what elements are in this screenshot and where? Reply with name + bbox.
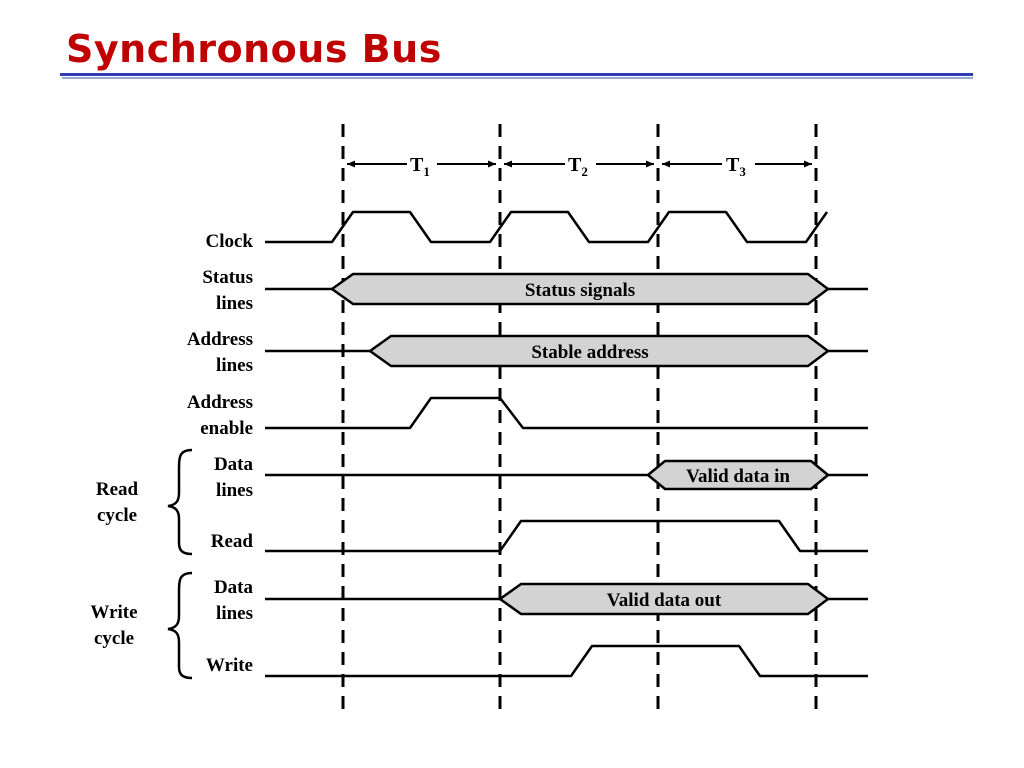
title-rule-shadow: [62, 77, 973, 79]
status-signals-text: Status signals: [525, 280, 635, 301]
write-label: Write: [206, 655, 253, 676]
address-lines-label-2: lines: [216, 355, 253, 376]
write-cycle-label-1: Write: [90, 602, 137, 623]
status-lines-label-1: Status: [202, 267, 253, 288]
clock-label: Clock: [206, 231, 254, 252]
read-cycle-label-2: cycle: [97, 505, 137, 526]
write-data-lines-label-1: Data: [214, 577, 254, 598]
valid-data-in-text: Valid data in: [686, 466, 790, 487]
valid-data-out-bus: [498, 582, 830, 616]
slide-title: Synchronous Bus: [66, 27, 442, 71]
stable-address-bus: [368, 334, 830, 368]
title-rule: [60, 73, 973, 76]
address-enable-label-2: enable: [200, 418, 253, 439]
read-cycle-brace: [167, 448, 193, 556]
clock-waveform: [265, 210, 829, 244]
valid-data-out-text: Valid data out: [607, 590, 722, 611]
period-label-t3: T3: [726, 154, 746, 179]
stable-address-text: Stable address: [531, 342, 648, 363]
address-enable-waveform: [265, 396, 868, 430]
valid-data-in-bus: [646, 459, 830, 491]
write-cycle-label-2: cycle: [94, 628, 134, 649]
read-cycle-label-1: Read: [96, 479, 139, 500]
write-waveform: [265, 644, 868, 678]
status-lines-label-2: lines: [216, 293, 253, 314]
read-data-lines-label-2: lines: [216, 480, 253, 501]
write-cycle-brace: [167, 571, 193, 680]
read-label: Read: [211, 531, 254, 552]
write-data-lines-label-2: lines: [216, 603, 253, 624]
period-label-t2: T2: [568, 154, 588, 179]
read-data-lines-label-1: Data: [214, 454, 254, 475]
address-lines-label-1: Address: [187, 329, 253, 350]
status-signals-bus: [330, 272, 830, 306]
address-enable-label-1: Address: [187, 392, 253, 413]
period-label-t1: T1: [410, 154, 430, 179]
read-waveform: [265, 519, 868, 553]
